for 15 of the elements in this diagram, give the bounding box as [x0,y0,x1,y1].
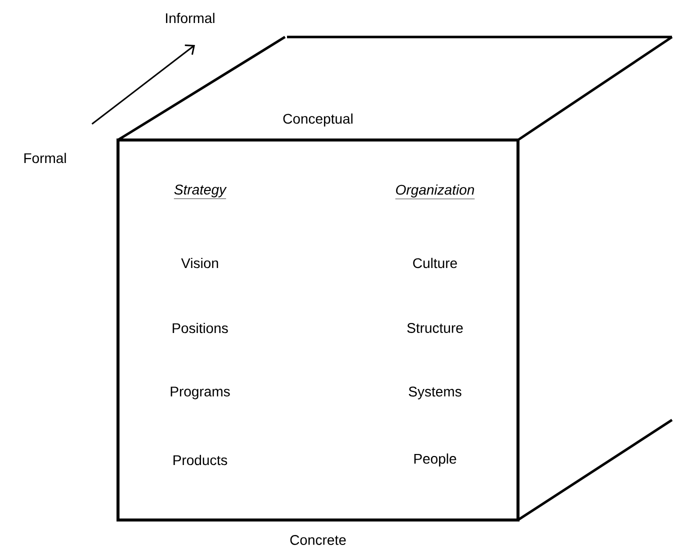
item-text: Structure [407,323,463,333]
axis-label: Informal [166,12,214,24]
item-text: Positions [172,322,228,334]
item-text: Systems [408,386,462,400]
item-text: Programs [170,386,230,400]
item-text: Vision [181,258,218,268]
item-text: Culture [413,258,457,268]
column-heading: Strategy [174,184,227,199]
item-text: People [414,453,456,466]
cube-front-face [116,138,520,522]
face-label: Conceptual [283,113,352,127]
axis-label: Formal [24,152,66,164]
item-text: Products [174,454,228,466]
column-heading: Organization [395,184,475,200]
face-label: Concrete [290,535,346,545]
